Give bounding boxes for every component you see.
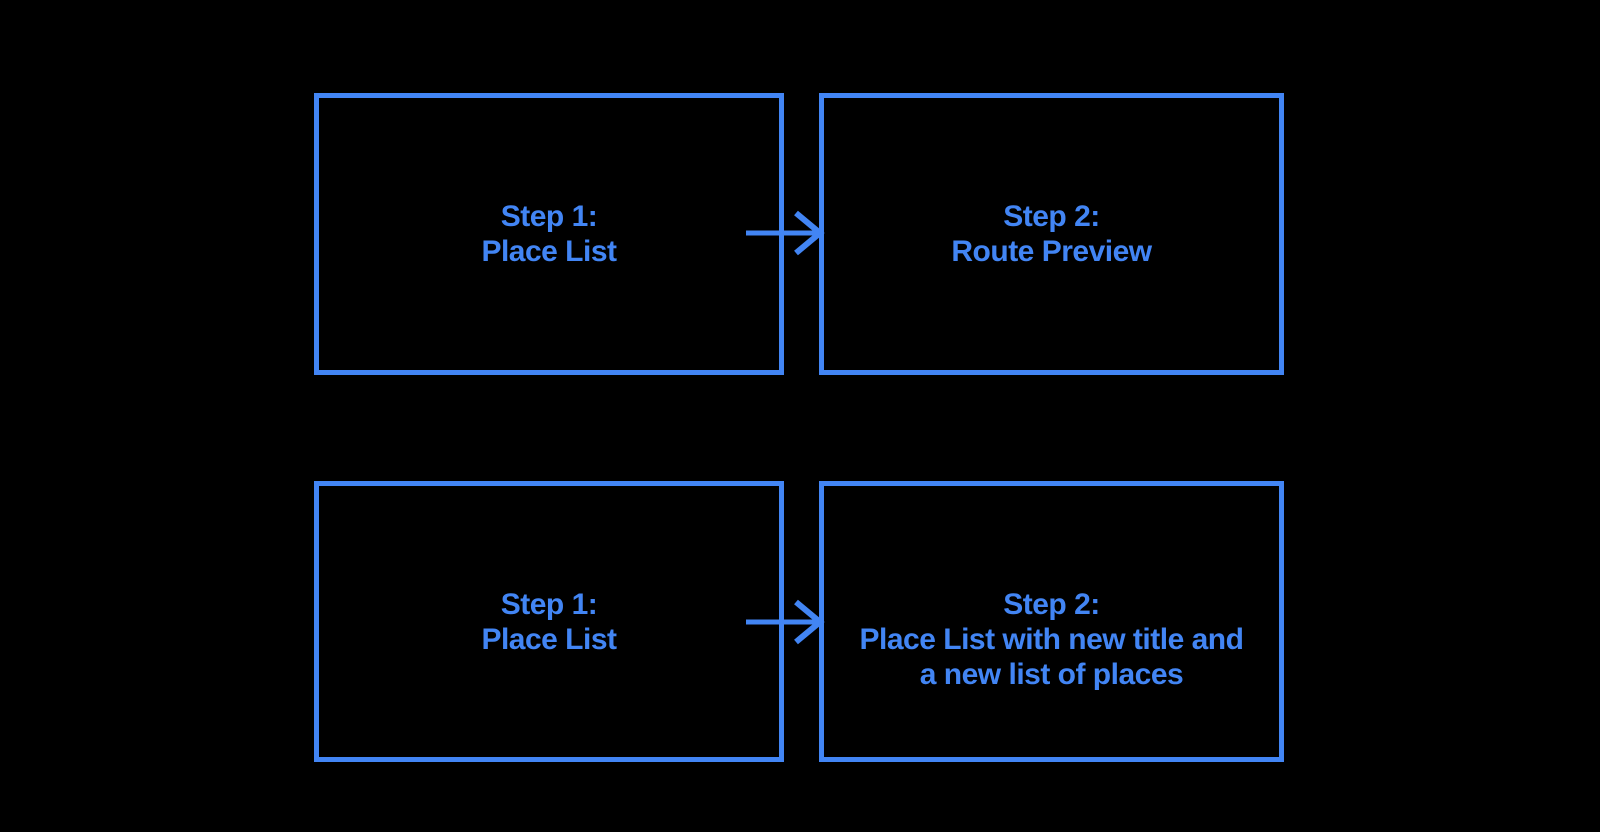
flow-box-step1-place-list: Step 1: Place List xyxy=(314,93,784,375)
box-label-line: Step 2: xyxy=(1003,587,1100,621)
arrow-head xyxy=(794,599,825,645)
flow-box-step1-place-list-2: Step 1: Place List xyxy=(314,481,784,762)
box-label-line: Place List xyxy=(481,235,617,268)
arrow-head xyxy=(794,210,825,256)
box-label: Step 1: Place List xyxy=(319,199,779,269)
box-label-line: Step 2: xyxy=(1003,200,1100,233)
box-label-line: Step 1: xyxy=(500,200,598,233)
box-label-line: a new list of places xyxy=(919,657,1184,691)
box-label: Step 1: Place List xyxy=(319,587,779,657)
box-label: Step 2: Route Preview xyxy=(824,199,1279,269)
flow-box-step2-place-list-new-title: Step 2: Place List with new title and a … xyxy=(819,481,1284,762)
box-label-line: Place List with new title and xyxy=(859,622,1244,656)
flow-arrow-right-icon xyxy=(746,210,825,256)
box-label-line: Step 1: xyxy=(500,587,598,621)
flow-box-step2-route-preview: Step 2: Route Preview xyxy=(819,93,1284,375)
box-label-line: Place List xyxy=(481,622,617,656)
flow-arrow-right-icon xyxy=(746,599,825,645)
box-label-line: Route Preview xyxy=(951,235,1152,268)
box-label: Step 2: Place List with new title and a … xyxy=(824,587,1279,692)
